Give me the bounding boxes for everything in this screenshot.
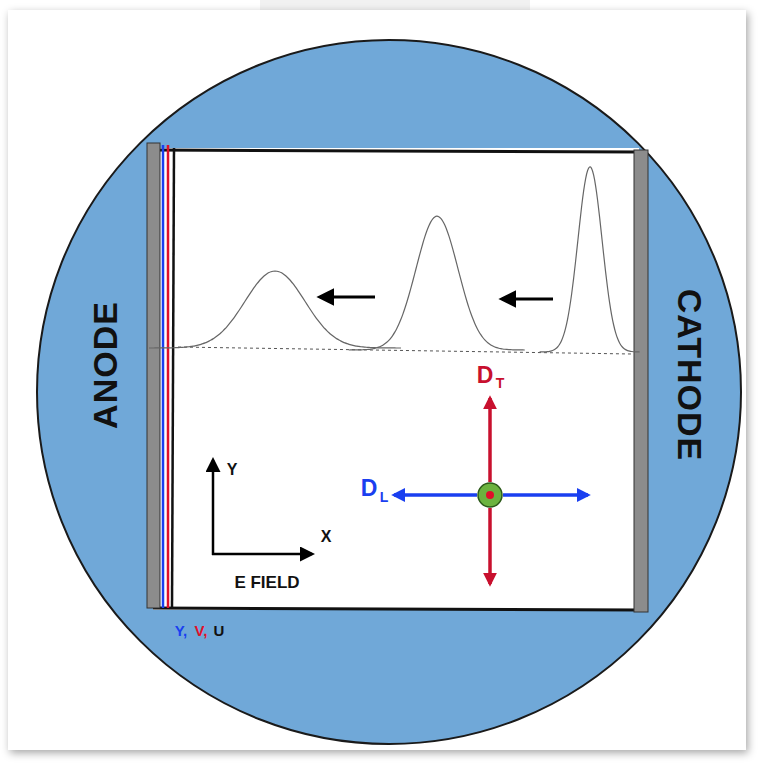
axis-caption: E FIELD: [234, 574, 299, 591]
chamber-bottom: [153, 608, 640, 610]
diffusion-symbol: D: [361, 477, 378, 500]
axis-label: Y: [227, 462, 238, 478]
paper-card: [8, 10, 746, 750]
chamber-top: [153, 150, 640, 152]
y-axis: [212, 460, 215, 555]
diffusion-subscript: L: [380, 490, 389, 504]
v-wire-plane: [167, 145, 170, 608]
longitudinal-arrow: [503, 493, 588, 497]
longitudinal-arrow: [394, 493, 477, 497]
electrode-label: CATHODE: [673, 289, 707, 462]
wire-plane-label: Y,: [175, 623, 188, 638]
wire-plane-label: U: [214, 623, 225, 638]
blue-disc: [37, 40, 741, 744]
u-wire-plane: [172, 148, 174, 608]
baseline: [178, 347, 632, 354]
x-axis: [212, 553, 312, 556]
gaussian-curve: [540, 167, 640, 352]
electrode-label: ANODE: [88, 301, 122, 429]
transverse-arrow: [488, 508, 492, 584]
anode-plate: [147, 143, 160, 608]
drift-arrow: [502, 298, 553, 301]
drift-arrow: [320, 296, 375, 299]
electron-cloud: [478, 483, 502, 507]
diffusion-symbol: D: [477, 364, 494, 387]
wire-plane-label: V,: [195, 623, 208, 638]
drift-chamber: [153, 148, 639, 610]
axis-label: X: [321, 529, 332, 545]
transverse-arrow: [488, 398, 492, 482]
cathode-plate: [634, 150, 648, 612]
electron: [486, 491, 494, 499]
gaussian-curve: [349, 216, 525, 350]
gaussian-curve: [149, 271, 401, 348]
y-wire-plane: [162, 145, 165, 608]
diffusion-subscript: T: [496, 376, 505, 390]
charge-clouds: [149, 167, 640, 352]
